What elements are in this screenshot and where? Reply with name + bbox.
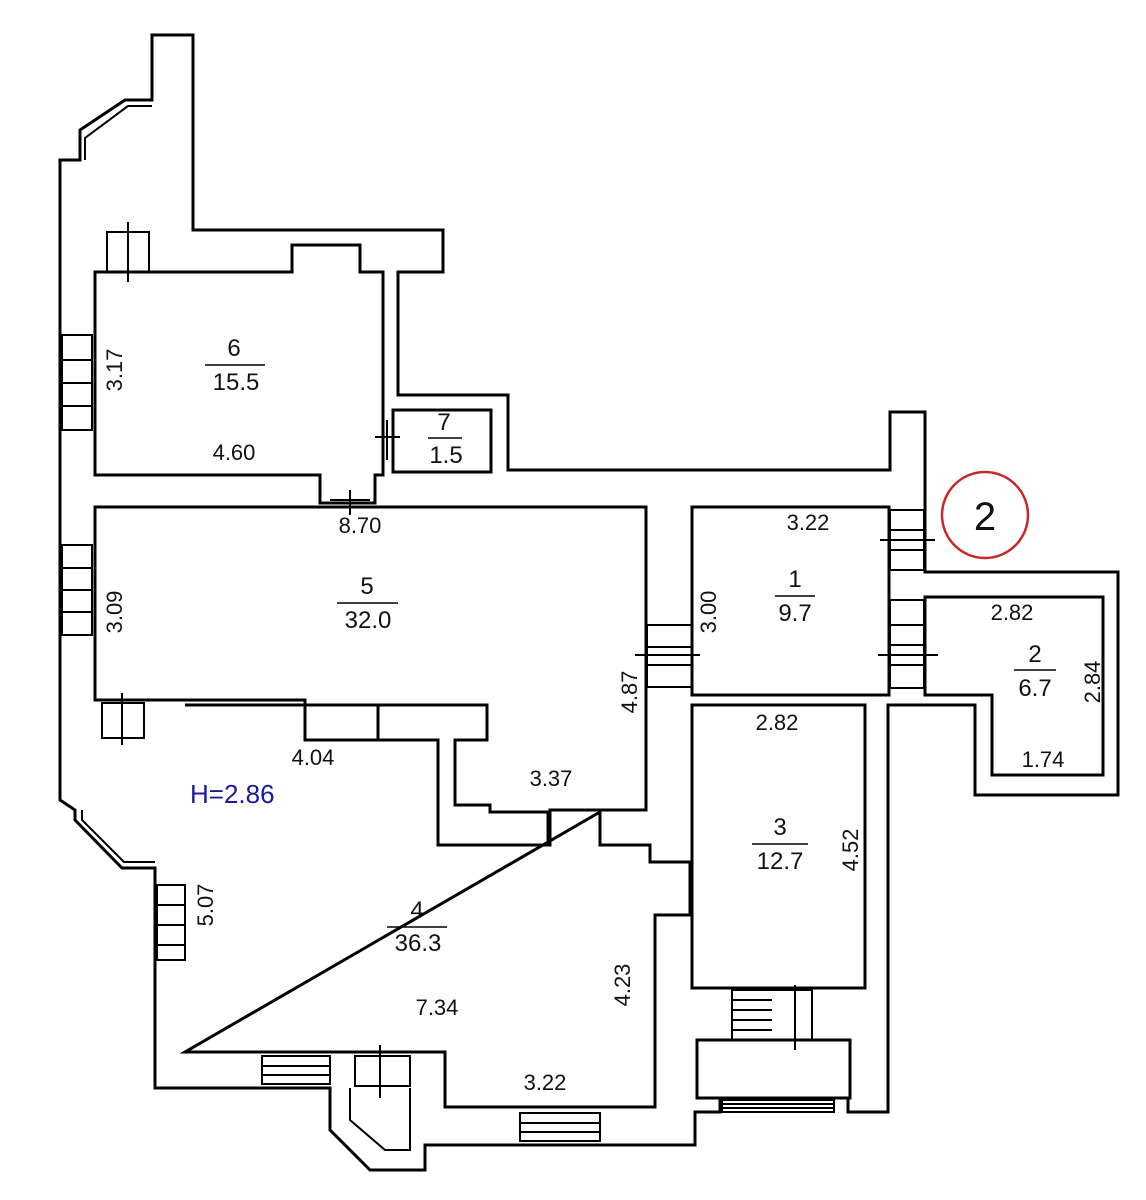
room-2-outline [923, 595, 1105, 777]
dim-r3-height: 4.52 [838, 829, 863, 872]
stairs-bottom [354, 1045, 411, 1098]
door-room-5 [330, 490, 370, 515]
window-room-4 [156, 884, 186, 961]
room-1-area: 9.7 [778, 600, 811, 627]
openings [61, 222, 938, 1142]
room-2-area: 6.7 [1018, 675, 1051, 702]
room-5-area: 32.0 [345, 607, 392, 634]
room-4-number: 4 [410, 897, 423, 924]
window-room-5 [61, 544, 93, 636]
room-7-outline [391, 408, 493, 474]
room-2-number: 2 [1028, 641, 1041, 668]
dim-r6-height: 3.17 [102, 349, 127, 392]
dim-r1-width: 3.22 [787, 510, 830, 535]
ceiling-height-note: H=2.86 [190, 779, 275, 809]
dim-r1-height: 3.00 [696, 591, 721, 634]
dim-r3-width: 2.82 [756, 710, 799, 735]
room-3-outline [690, 703, 867, 990]
window-bottom-3 [721, 1099, 835, 1113]
door-top-left [106, 222, 150, 282]
stairs-room-3 [731, 985, 813, 1050]
dim-r4-top: 4.04 [292, 745, 335, 770]
bay-window-bottom-small [349, 1088, 411, 1151]
room-6-outline [93, 243, 385, 505]
bay-window-bottom [81, 810, 155, 863]
room-6-area: 15.5 [213, 369, 260, 396]
dim-r4-width: 7.34 [416, 995, 459, 1020]
room-5-number: 5 [360, 573, 373, 600]
dim-r6-width: 4.60 [213, 440, 256, 465]
bay-window-top [84, 105, 152, 160]
entrance-block [695, 1038, 852, 1100]
room-1-number: 1 [788, 566, 801, 593]
dimension-labels: 3.17 4.60 8.70 3.09 4.87 3.22 3.00 2.82 … [102, 349, 1105, 1095]
walls [58, 33, 1120, 1172]
dim-r5-right: 4.87 [617, 671, 642, 714]
door-room-2 [878, 599, 938, 689]
dim-r5-width: 8.70 [339, 513, 382, 538]
dim-r4-notch: 3.37 [530, 766, 573, 791]
dim-r4-bottom: 3.22 [524, 1070, 567, 1095]
dim-r5-height: 3.09 [102, 591, 127, 634]
room-4-area: 36.3 [395, 930, 442, 957]
dim-r2-height: 2.84 [1080, 661, 1105, 704]
room-4-outline [179, 703, 692, 1109]
window-bottom-2 [519, 1112, 601, 1142]
marker-label: 2 [974, 495, 996, 539]
door-room-1 [635, 624, 700, 688]
window-room-6 [61, 334, 93, 431]
room-6-number: 6 [227, 335, 240, 362]
door-left-mid [101, 693, 145, 745]
room-3-area: 12.7 [757, 848, 804, 875]
room-7-area: 1.5 [429, 442, 462, 469]
room-labels: 6 15.5 7 1.5 5 32.0 1 9.7 2 6.7 3 12.7 4… [205, 335, 1056, 957]
dim-r2-width: 2.82 [991, 600, 1034, 625]
door-entrance-top [880, 509, 935, 571]
room-7-number: 7 [437, 409, 450, 436]
wall-left-tower [58, 33, 1120, 1172]
dim-r4-right: 4.23 [610, 964, 635, 1007]
dim-r2-bottom: 1.74 [1022, 747, 1065, 772]
marker: 2 [940, 470, 1030, 560]
marker-circle [940, 470, 1030, 560]
room-5-outline [93, 505, 648, 847]
dim-r4-left: 5.07 [193, 884, 218, 927]
door-room-7 [375, 420, 400, 460]
window-bottom-1 [261, 1055, 331, 1085]
room-3-number: 3 [773, 814, 786, 841]
